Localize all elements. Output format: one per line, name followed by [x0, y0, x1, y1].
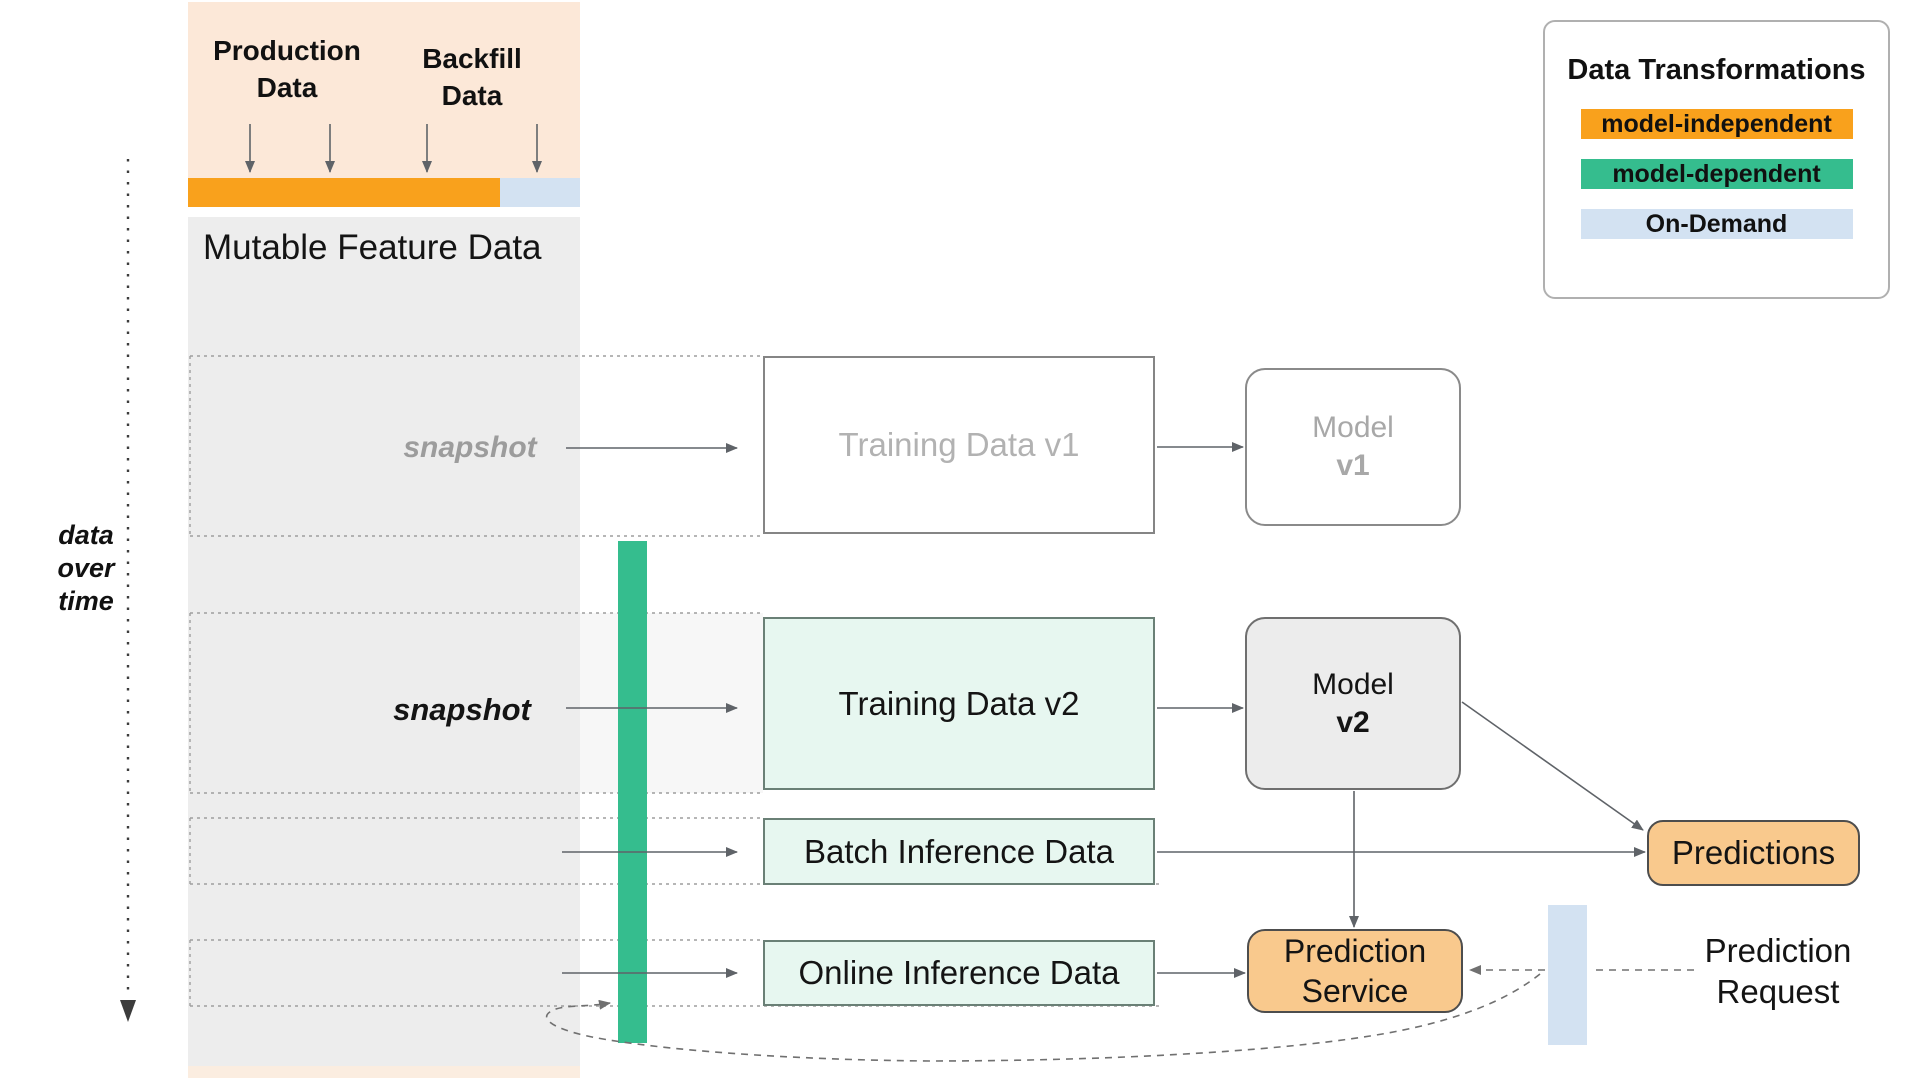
model-v2-version: v2	[1336, 705, 1370, 739]
prediction-request-label: Prediction Request	[1704, 932, 1852, 1010]
batch-inference-data-box: Batch Inference Data	[763, 818, 1155, 885]
model-v1-label: Model	[1312, 411, 1394, 444]
legend-item-on-demand-label: On-Demand	[1645, 209, 1788, 238]
model-independent-ingest-bar	[188, 178, 500, 207]
mutable-feature-data-column	[188, 217, 580, 1066]
prediction-service-label: Prediction Service	[1283, 933, 1427, 1009]
model-v1-box: Model v1	[1245, 368, 1461, 526]
online-inference-data-label: Online Inference Data	[798, 954, 1120, 991]
online-inference-data-box: Online Inference Data	[763, 940, 1155, 1006]
snapshot-v1-label: snapshot	[403, 431, 537, 464]
legend-item-on-demand: On-Demand	[1580, 209, 1853, 239]
training-data-v1-label: Training Data v1	[838, 426, 1080, 463]
legend-item-model-independent: model-independent	[1580, 109, 1853, 139]
snapshot-v2-label: snapshot	[393, 692, 531, 727]
on-demand-ingest-segment	[500, 178, 580, 207]
snapshot-v2-row-highlight	[580, 613, 763, 793]
legend: Data Transformations model-independent m…	[1543, 20, 1890, 299]
legend-item-model-independent-label: model-independent	[1601, 109, 1832, 138]
predictions-box: Predictions	[1647, 820, 1860, 886]
prediction-service-box: Prediction Service	[1247, 929, 1463, 1013]
training-data-v2-box: Training Data v2	[763, 617, 1155, 790]
time-axis-label: data over time	[57, 520, 115, 616]
legend-title: Data Transformations	[1567, 54, 1866, 86]
column-bottom-strip	[188, 1066, 580, 1078]
source-data-panel	[188, 2, 580, 178]
batch-inference-data-label: Batch Inference Data	[803, 832, 1115, 870]
backfill-data-label: Backfill Data	[422, 43, 522, 111]
time-axis-arrowhead	[120, 1000, 136, 1022]
legend-item-model-dependent: model-dependent	[1580, 159, 1853, 189]
model-v2-box: Model v2	[1245, 617, 1461, 790]
model-v2-to-predictions-arrow	[1461, 701, 1644, 831]
model-v2-label: Model	[1312, 667, 1394, 701]
production-data-label: Production Data	[213, 35, 361, 103]
mutable-feature-data-title: Mutable Feature Data	[203, 228, 542, 267]
model-dependent-bar	[618, 541, 647, 1043]
training-data-v1-box: Training Data v1	[763, 356, 1155, 534]
on-demand-bar	[1548, 905, 1587, 1045]
legend-item-model-dependent-label: model-dependent	[1612, 159, 1821, 188]
model-v1-version: v1	[1336, 449, 1370, 482]
predictions-label: Predictions	[1671, 834, 1836, 871]
training-data-v2-label: Training Data v2	[838, 684, 1080, 722]
